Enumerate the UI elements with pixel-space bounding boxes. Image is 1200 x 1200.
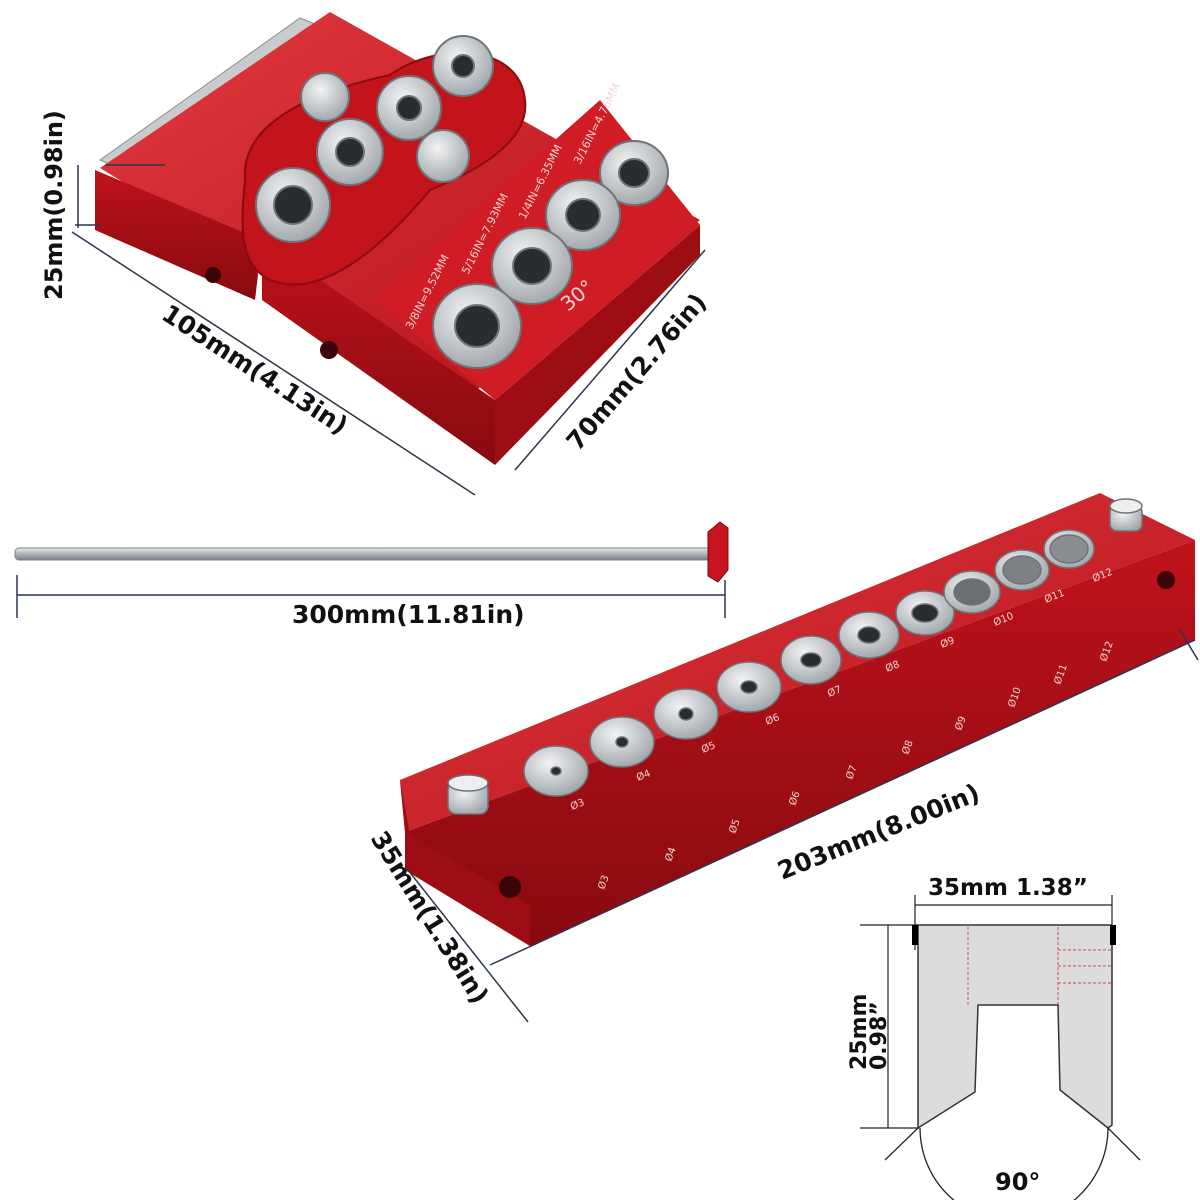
dowel-bar-jig: Ø3 Ø4 Ø5 Ø6 Ø7 Ø8 Ø9 Ø10 Ø11 Ø12 Ø3 Ø4 Ø… — [400, 493, 1195, 946]
section-height-mm-label: 25mm — [847, 994, 872, 1070]
top-height-label: 25mm(0.98in) — [40, 110, 68, 300]
section-width-label: 35mm 1.38” — [928, 875, 1088, 901]
hole-label: Ø6 — [787, 790, 803, 807]
bar-end-face — [400, 780, 530, 946]
jig-left-side — [95, 170, 262, 300]
mount-hole — [320, 341, 338, 359]
bar-bushings — [523, 529, 1095, 797]
hole-label: Ø9 — [953, 715, 969, 732]
block-bushings — [255, 35, 494, 243]
hole-label: Ø7 — [844, 764, 860, 781]
hole-label: Ø8 — [884, 658, 902, 674]
angled-dowel-jig: 3/8IN=9.52MM 5/16IN=7.93MM 1/4IN=6.35MM … — [95, 12, 700, 465]
hole-label: Ø7 — [826, 683, 844, 699]
rod-dimension — [16, 575, 726, 618]
hidden-lines — [967, 927, 1112, 1005]
top-jig-dimensions — [71, 164, 706, 496]
jig-right-face — [495, 225, 700, 465]
hole-label: Ø8 — [900, 739, 916, 756]
hole-label: Ø5 — [700, 739, 718, 755]
hole-label: Ø6 — [764, 711, 782, 727]
hole-label: Ø4 — [635, 767, 653, 783]
hole-label: Ø9 — [939, 634, 957, 650]
jig-front-face — [262, 240, 495, 465]
rod-handle — [707, 521, 729, 583]
rod-length-label: 300mm(11.81in) — [292, 600, 525, 629]
hole-label: Ø3 — [596, 874, 612, 891]
hole-label: Ø3 — [569, 796, 587, 812]
bar-jig-dimensions — [407, 629, 1199, 1023]
mount-hole — [1157, 571, 1175, 589]
mount-hole — [499, 876, 521, 898]
cross-section-diagram: 35mm 1.38” 25mm 0.98” 90° — [847, 875, 1141, 1200]
thumb-screws — [447, 498, 1143, 815]
bar-front-face — [405, 540, 1195, 946]
section-profile — [917, 924, 1113, 1130]
angled-face-bushings — [432, 140, 669, 369]
section-height-in-label: 0.98” — [867, 1001, 892, 1070]
alignment-rod — [14, 521, 729, 583]
mount-hole — [205, 267, 221, 283]
hole-label: Ø4 — [663, 846, 679, 863]
hole-label: Ø5 — [727, 818, 743, 835]
section-angle-label: 90° — [995, 1168, 1040, 1196]
